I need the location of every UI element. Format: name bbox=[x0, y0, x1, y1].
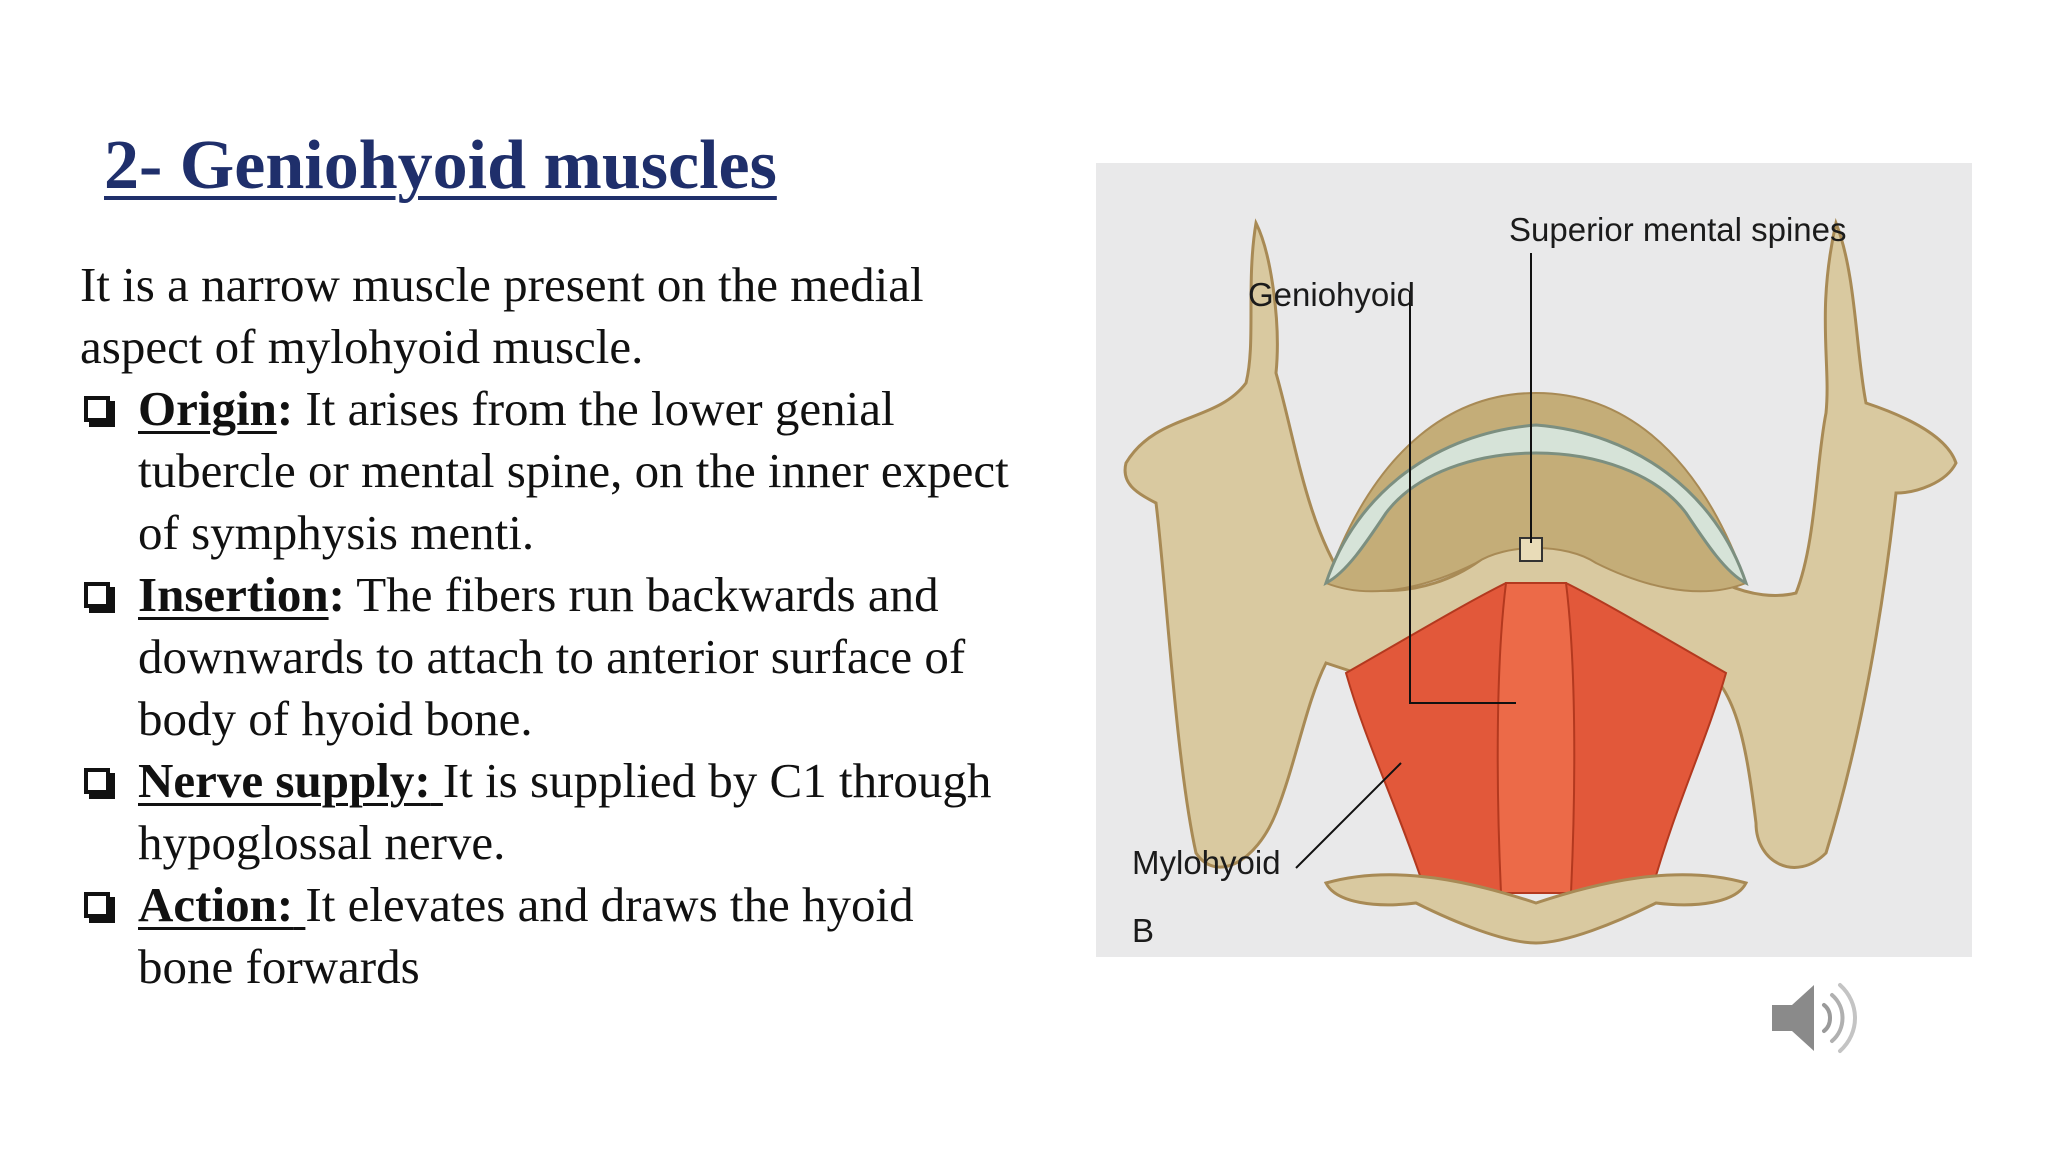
leader-line-geniohyoid bbox=[1409, 293, 1516, 704]
checkbox-bullet-icon bbox=[84, 768, 110, 794]
checkbox-bullet-icon bbox=[84, 396, 110, 422]
geniohyoid-muscle bbox=[1496, 582, 1576, 894]
bullet-term-tail bbox=[431, 753, 443, 808]
bullet-list: Origin: It arises from the lower genial … bbox=[80, 378, 1020, 998]
mental-spines bbox=[1519, 537, 1543, 562]
bullet-text: It is supplied by C1 through hypoglossal… bbox=[138, 753, 992, 870]
label-panel-b: B bbox=[1132, 912, 1154, 949]
bullet-term: Nerve supply: bbox=[138, 753, 431, 808]
hyoid-bone bbox=[1323, 873, 1749, 945]
label-superior-mental-spines: Superior mental spines bbox=[1509, 211, 1847, 248]
checkbox-bullet-icon bbox=[84, 582, 110, 608]
mandible-illustration: Superior mental spines Geniohyoid Mylohy… bbox=[1123, 211, 1958, 949]
bullet-nerve-supply: Nerve supply: It is supplied by C1 throu… bbox=[80, 750, 1020, 874]
bullet-origin: Origin: It arises from the lower genial … bbox=[80, 378, 1020, 564]
bullet-action: Action: It elevates and draws the hyoid … bbox=[80, 874, 1020, 998]
bullet-text: It elevates and draws the hyoid bone for… bbox=[138, 877, 914, 994]
bullet-insertion: Insertion: The fibers run backwards and … bbox=[80, 564, 1020, 750]
bullet-term-tail bbox=[293, 877, 305, 932]
bullet-text: It arises from the lower genial tubercle… bbox=[138, 381, 1009, 560]
mandible-inner-shadow bbox=[1324, 391, 1748, 593]
label-mylohyoid: Mylohyoid bbox=[1132, 844, 1281, 881]
bullet-term-tail: : bbox=[328, 567, 345, 622]
label-geniohyoid: Geniohyoid bbox=[1248, 276, 1415, 313]
bullet-term: Insertion bbox=[138, 567, 329, 622]
speaker-icon[interactable] bbox=[1768, 975, 1864, 1061]
bullet-term-tail: : bbox=[276, 381, 294, 436]
slide-title: 2- Geniohyoid muscles bbox=[104, 127, 777, 204]
bullet-term: Action: bbox=[138, 877, 294, 932]
slide-body: It is a narrow muscle present on the med… bbox=[80, 254, 1020, 998]
anatomy-figure: Superior mental spines Geniohyoid Mylohy… bbox=[1096, 163, 1972, 957]
bullet-text: The fibers run backwards and downwards t… bbox=[138, 567, 966, 746]
leader-line-mylohyoid bbox=[1295, 762, 1402, 869]
bullet-term: Origin bbox=[138, 381, 277, 436]
checkbox-bullet-icon bbox=[84, 892, 110, 918]
intro-paragraph: It is a narrow muscle present on the med… bbox=[80, 257, 924, 374]
